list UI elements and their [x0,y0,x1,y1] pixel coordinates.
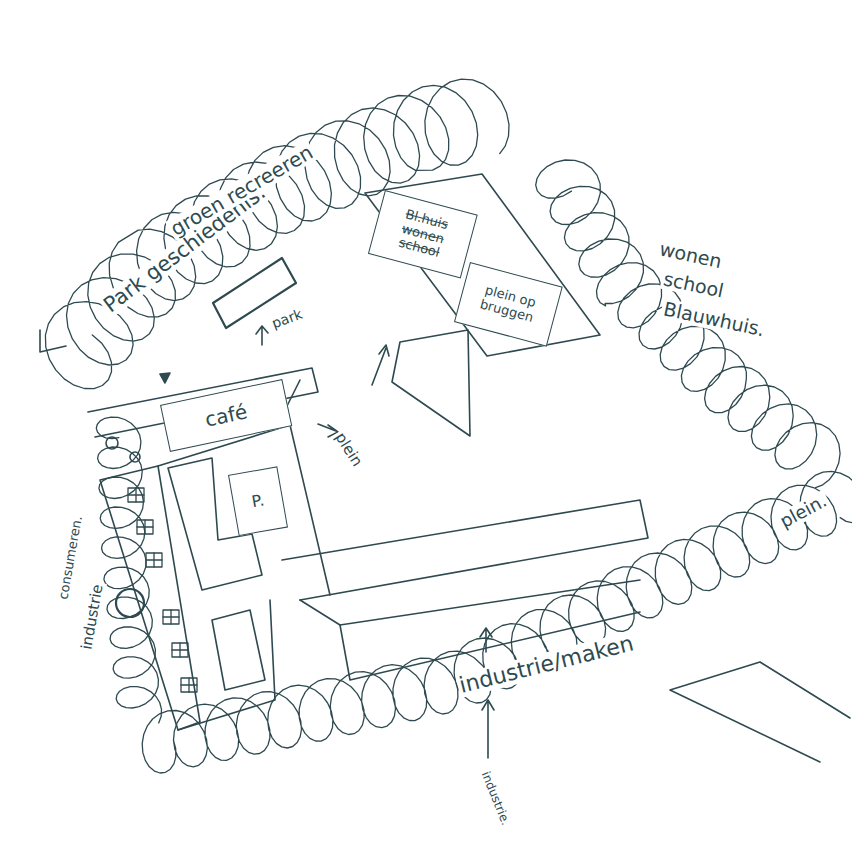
sketch-note: school [660,268,728,302]
courtyard [212,610,265,690]
arrow [372,345,389,385]
arrow [256,326,268,345]
sketch-note: consumeren. [56,513,85,603]
sketch-note: groen recreeren [165,140,318,241]
entrance-dot [130,452,140,462]
scribble-loops [45,79,852,773]
box-text: plein op bruggen [465,279,552,329]
sketch-note: plein [331,428,367,471]
plan-box: P. [228,466,288,536]
entrance-mark [160,373,170,383]
plan-box: café [160,379,292,452]
box-text: P. [250,491,265,511]
long-bar [282,500,648,600]
arrow [480,628,492,652]
box-text: Bl.huis wonen school [377,202,468,267]
entrance-dot [106,437,118,449]
scribble-loop [536,160,840,488]
windows [128,488,197,692]
corner-block [670,662,850,762]
plan-box: Bl.huis wonen school [368,190,478,279]
block-outline [365,174,600,356]
scribble-loop [45,79,509,389]
corner-mark [40,330,66,352]
sketch-note: industrie. [478,768,513,829]
sketch-note: plein. [775,490,832,533]
sketch-note: wonen [656,238,726,272]
sketch-note: industrie [78,581,106,653]
sketch-note: park [268,306,306,333]
box-text: café [203,400,249,431]
long-bar [300,580,640,625]
tree-symbol [116,589,144,617]
building-edge [158,425,330,595]
block-extension [392,330,470,436]
building-column [100,466,200,730]
building-edge [178,600,275,730]
arrow [482,700,494,758]
